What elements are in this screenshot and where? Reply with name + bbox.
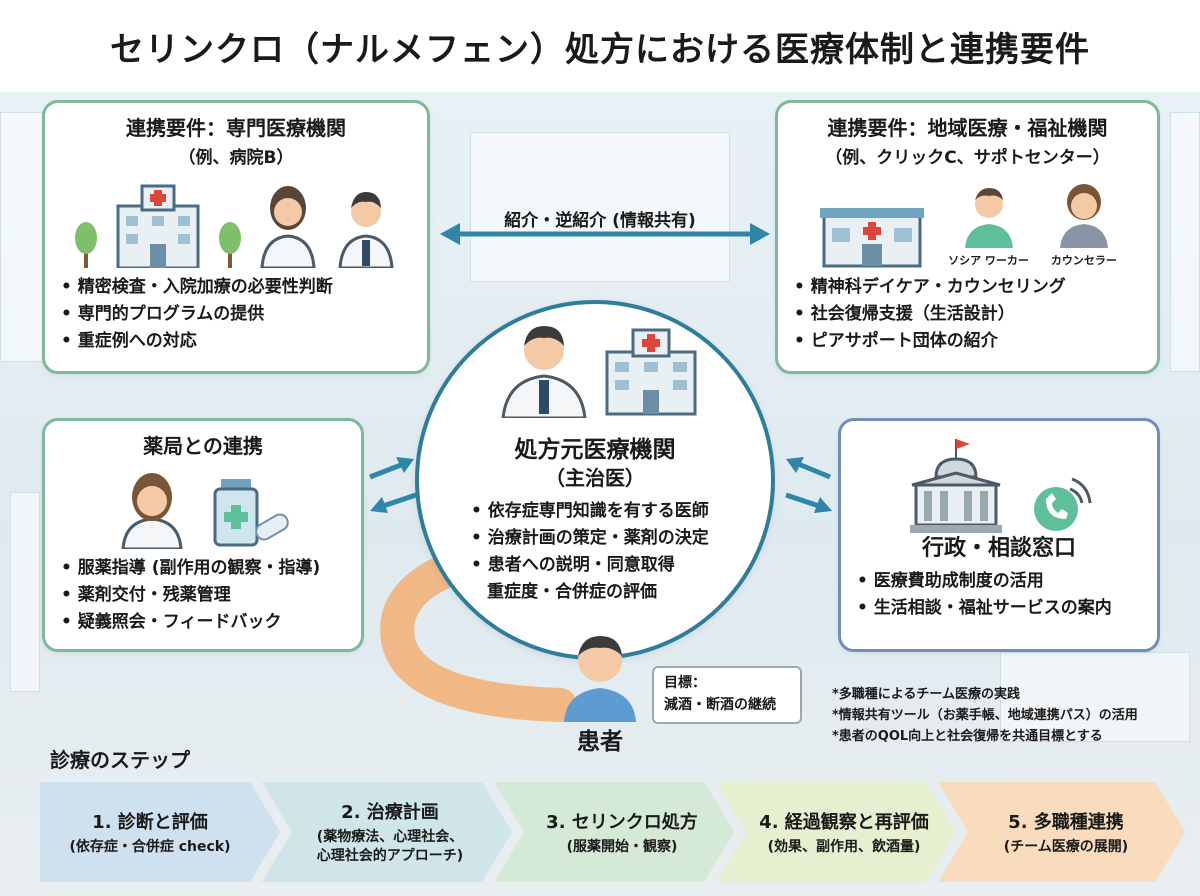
background-doorway	[470, 132, 730, 282]
specialist-card: 連携要件：専門医療機関 （例、病院B） 精密検査・入院加療の必要性判断 専門的プ…	[42, 100, 430, 374]
referral-label: 紹介・逆紹介 (情報共有)	[504, 211, 696, 231]
step-note: (服薬開始・観察)	[566, 838, 678, 855]
admin-title: 行政・相談窓口	[921, 536, 1076, 561]
prescriber-doctor-icon	[501, 326, 587, 418]
prescriber-circle: 処方元医療機関 （主治医） 依存症専門知識を有する医師 治療計画の策定・薬剤の決…	[415, 300, 775, 660]
prescriber-list: 依存症専門知識を有する医師 治療計画の策定・薬剤の決定 患者への説明・同意取得 …	[471, 498, 709, 606]
step-1: 1. 診断と評価 (依存症・合併症 check)	[40, 782, 260, 882]
medicine-bottle-icon	[213, 479, 289, 547]
step-label: 3. セリンクロ処方	[546, 811, 698, 833]
pharmacist-icon	[121, 473, 183, 549]
admin-exchange-arrows	[785, 457, 832, 513]
pharmacy-title: 薬局との連携	[143, 434, 263, 458]
social-worker-figure: ソシア ワーカー	[948, 182, 1029, 268]
step-chevron	[494, 782, 734, 882]
admin-illustration	[857, 433, 1141, 533]
step-4: 4. 経過観察と再評価 (効果、副作用、飲酒量)	[734, 782, 954, 882]
step-note: (効果、副作用、飲酒量)	[767, 838, 921, 855]
social-worker-label: ソシア ワーカー	[948, 254, 1029, 267]
regional-subtitle: （例、クリックC、サポトセンター）	[825, 148, 1110, 168]
patient-label: 患者	[577, 729, 623, 755]
list-item: 重症例への対応	[61, 328, 411, 355]
list-item: 薬剤交付・残薬管理	[61, 582, 345, 609]
step-label: 5. 多職種連携	[1008, 811, 1124, 833]
step-label: 4. 経過観察と再評価	[759, 811, 929, 833]
phone-icon	[1034, 477, 1092, 531]
regional-list: 精神科デイケア・カウンセリング 社会復帰支援（生活設計） ピアサポート団体の紹介	[794, 274, 1141, 355]
list-item: 服薬指導 (副作用の観察・指導)	[61, 555, 345, 582]
list-item: 専門的プログラムの提供	[61, 301, 411, 328]
prescriber-hospital-icon	[605, 328, 697, 416]
counselor-icon	[1059, 184, 1108, 248]
list-item: 精密検査・入院加療の必要性判断	[61, 274, 411, 301]
pharmacy-card: 薬局との連携 服薬指導 (副作用の観察・指導) 薬剤交付・残薬管理 疑義照会・フ…	[42, 418, 364, 652]
goal-heading: 目標：	[664, 675, 706, 691]
goal-text: 減酒・断酒の継続	[664, 697, 776, 713]
male-doctor-icon	[338, 192, 394, 268]
background-bench-right	[1000, 652, 1190, 742]
list-item: 社会復帰支援（生活設計）	[794, 301, 1141, 328]
list-item: 患者への説明・同意取得	[471, 552, 709, 579]
tree-icon	[219, 222, 241, 268]
list-item: 依存症専門知識を有する医師	[471, 498, 709, 525]
list-item: 生活相談・福祉サービスの案内	[857, 595, 1141, 622]
background-bench	[10, 492, 40, 692]
step-note: (依存症・合併症 check)	[69, 838, 231, 855]
pharmacy-illustration	[61, 467, 345, 549]
specialist-title: 連携要件：専門医療機関	[126, 116, 346, 140]
step-note: 心理社会的アプローチ)	[316, 848, 464, 864]
list-item: 医療費助成制度の活用	[857, 568, 1141, 595]
specialist-illustration	[61, 176, 411, 268]
step-label: 1. 診断と評価	[92, 811, 208, 833]
hospital-building-icon	[116, 184, 200, 268]
steps-title: 診療のステップ	[50, 748, 190, 772]
prescriber-title: 処方元医療機関	[514, 437, 676, 463]
note-item: *情報共有ツール（お薬手帳、地域連携パス）の活用	[832, 708, 1138, 723]
notes: *多職種によるチーム医療の実践 *情報共有ツール（お薬手帳、地域連携パス）の活用…	[832, 684, 1138, 747]
government-building-icon	[910, 439, 1002, 533]
page-title: セリンクロ（ナルメフェン）処方における医療体制と連携要件	[0, 0, 1200, 92]
tree-icon	[75, 222, 97, 268]
step-chevron	[716, 782, 956, 882]
step-chevron	[938, 782, 1185, 882]
steps-chevrons	[40, 782, 1185, 882]
clinic-building-icon	[820, 208, 925, 268]
specialist-list: 精密検査・入院加療の必要性判断 専門的プログラムの提供 重症例への対応	[61, 274, 411, 355]
social-worker-icon	[964, 188, 1013, 248]
admin-list: 医療費助成制度の活用 生活相談・福祉サービスの案内	[857, 568, 1141, 622]
list-item: 重症度・合併症の評価	[487, 582, 657, 602]
step-chevron	[262, 782, 512, 882]
step-note: (チーム医療の展開)	[1003, 838, 1129, 855]
step-note: (薬物療法、心理社会、	[316, 829, 464, 845]
admin-card: 行政・相談窓口 医療費助成制度の活用 生活相談・福祉サービスの案内	[838, 418, 1160, 652]
patient-icon	[564, 636, 636, 722]
list-item: ピアサポート団体の紹介	[794, 328, 1141, 355]
list-item: 治療計画の策定・薬剤の決定	[471, 525, 709, 552]
step-label: 2. 治療計画	[341, 802, 439, 823]
note-item: *多職種によるチーム医療の実践	[832, 687, 1021, 702]
list-item: 疑義照会・フィードバック	[61, 609, 345, 636]
female-doctor-icon	[260, 186, 316, 268]
note-item: *患者のQOL向上と社会復帰を共通目標とする	[832, 729, 1103, 744]
step-chevron	[40, 782, 280, 882]
counselor-label: カウンセラー	[1050, 254, 1117, 267]
pharmacy-list: 服薬指導 (副作用の観察・指導) 薬剤交付・残薬管理 疑義照会・フィードバック	[61, 555, 345, 636]
referral-double-arrow	[440, 223, 770, 245]
regional-title: 連携要件：地域医療・福祉機関	[827, 116, 1108, 140]
step-3: 3. セリンクロ処方 (服薬開始・観察)	[512, 782, 732, 882]
step-2: 2. 治療計画 (薬物療法、心理社会、 心理社会的アプローチ)	[280, 782, 500, 882]
patient-goal-bubble: 目標： 減酒・断酒の継続	[652, 666, 802, 724]
prescriber-subtitle: （主治医）	[545, 466, 645, 490]
pharmacy-exchange-arrows	[369, 457, 417, 513]
counselor-figure: カウンセラー	[1051, 182, 1117, 268]
regional-illustration: ソシア ワーカー カウンセラー	[794, 176, 1141, 268]
steps-flow: 1. 診断と評価 (依存症・合併症 check) 2. 治療計画 (薬物療法、心…	[40, 782, 1185, 882]
step-5: 5. 多職種連携 (チーム医療の展開)	[956, 782, 1176, 882]
specialist-subtitle: （例、病院B）	[178, 148, 294, 168]
list-item: 精神科デイケア・カウンセリング	[794, 274, 1141, 301]
regional-card: 連携要件：地域医療・福祉機関 （例、クリックC、サポトセンター） ソシア ワーカ…	[775, 100, 1160, 374]
